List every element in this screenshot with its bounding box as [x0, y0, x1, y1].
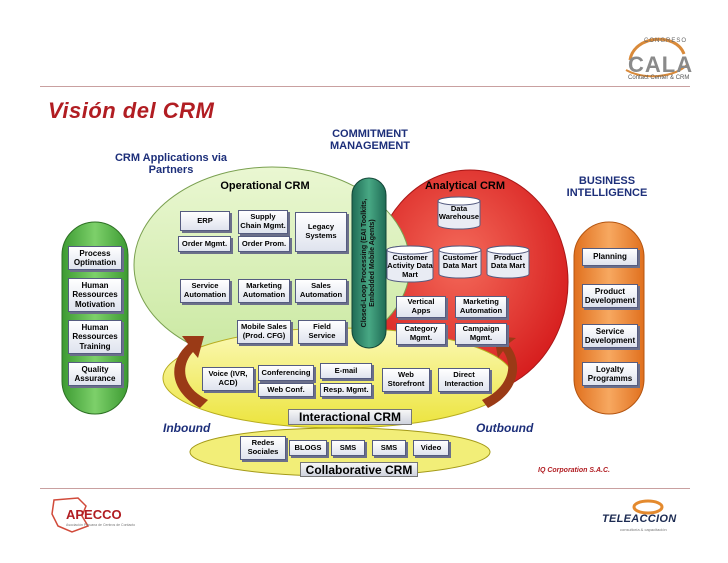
conferencing-box: Conferencing [258, 365, 314, 381]
teleaccion-logo-sub: consultoría & capacitación [620, 527, 667, 532]
data-warehouse-label: Data Warehouse [438, 204, 480, 222]
collaborative-band: Collaborative CRM [300, 462, 418, 477]
outbound-label: Outbound [476, 421, 534, 435]
hr-motivation-box: Human Ressources Motivation [68, 278, 122, 312]
marketing-automation-box: Marketing Automation [238, 279, 290, 303]
database-icon [438, 245, 482, 279]
loyalty-programms-box: Loyalty Programms [582, 362, 638, 386]
cala-logo: CONGRESO CALA Contact Center & CRM [614, 30, 696, 86]
erp-box: ERP [180, 211, 230, 231]
cala-logo-top: CONGRESO [644, 38, 688, 44]
product-mart-label: Product Data Mart [490, 253, 526, 271]
voice-box: Voice (IVR, ACD) [202, 367, 254, 391]
crm-apps-label: CRM Applications via Partners [114, 152, 228, 177]
service-automation-box: Service Automation [180, 279, 230, 303]
footer-rule [40, 488, 690, 489]
quality-assurance-box: Quality Assurance [68, 362, 122, 386]
order-prom-box: Order Prom. [238, 236, 290, 252]
database-icon [437, 196, 481, 230]
web-conf-box: Web Conf. [258, 383, 314, 397]
data-warehouse: Data Warehouse [437, 196, 481, 230]
header-rule [40, 86, 690, 87]
sales-automation-box: Sales Automation [295, 279, 347, 303]
resp-mgmt-box: Resp. Mgmt. [320, 383, 372, 397]
database-icon [386, 245, 434, 283]
customer-mart-label: Customer Data Mart [442, 253, 478, 271]
planning-box: Planning [582, 248, 638, 266]
customer-activity-mart: Customer Activity Data Mart [386, 245, 434, 283]
process-optimation-box: Process Optimation [68, 246, 122, 270]
direct-interaction-box: Direct Interaction [438, 368, 490, 392]
category-mgmt-box: Category Mgmt. [396, 323, 446, 345]
product-development-box: Product Development [582, 284, 638, 308]
customer-mart: Customer Data Mart [438, 245, 482, 279]
apecco-logo-sub: Asociación Peruana de Centros de Contact… [66, 523, 136, 527]
legacy-systems-box: Legacy Systems [295, 212, 347, 252]
mobile-sales-box: Mobile Sales (Prod. CFG) [237, 320, 291, 344]
cala-logo-mark-icon [625, 37, 689, 78]
hr-training-box: Human Ressources Training [68, 320, 122, 354]
bi-label: BUSINESS INTELLIGENCE [566, 175, 648, 200]
inbound-label: Inbound [163, 421, 211, 435]
operational-label: Operational CRM [220, 180, 310, 192]
field-service-box: Field Service [298, 320, 346, 344]
video-box: Video [413, 440, 449, 456]
teleaccion-logo-text: TELEACCION [602, 513, 677, 525]
email-box: E-mail [320, 363, 372, 379]
blogs-box: BLOGS [289, 440, 327, 456]
supply-chain-box: Supply Chain Mgmt. [238, 210, 288, 234]
page-title: Visión del CRM [48, 98, 215, 123]
closed-loop-pill [351, 177, 387, 349]
inbound-arrow-icon [174, 336, 208, 408]
analytical-label: Analytical CRM [424, 180, 506, 192]
interactional-band: Interactional CRM [288, 409, 412, 425]
credit-label: IQ Corporation S.A.C. [538, 467, 610, 474]
commitment-label: COMMITMENT MANAGEMENT [329, 128, 411, 153]
vertical-apps-box: Vertical Apps [396, 296, 446, 318]
analytical-marketing-box: Marketing Automation [455, 296, 507, 318]
order-mgmt-box: Order Mgmt. [178, 236, 231, 252]
cala-logo-main: CALA [628, 52, 694, 77]
database-icon [486, 245, 530, 279]
sms-box-1: SMS [331, 440, 365, 456]
campaign-mgmt-box: Campaign Mgmt. [455, 323, 507, 345]
service-development-box: Service Development [582, 324, 638, 348]
customer-activity-mart-label: Customer Activity Data Mart [387, 253, 433, 279]
apecco-logo-text: APECCO [66, 507, 122, 522]
product-mart: Product Data Mart [486, 245, 530, 279]
apecco-logo: APECCO Asociación Peruana de Centros de … [48, 496, 152, 534]
outbound-arrow-icon [482, 336, 518, 408]
web-storefront-box: Web Storefront [382, 368, 430, 392]
sms-box-2: SMS [372, 440, 406, 456]
teleaccion-swirl-icon [632, 499, 664, 515]
closed-loop-label: Closed-Loop Processing (EAI Toolkits, Em… [360, 198, 376, 328]
apecco-map-icon [51, 497, 90, 533]
teleaccion-logo: TELEACCION consultoría & capacitación [598, 497, 690, 537]
redes-sociales-box: Redes Sociales [240, 436, 286, 460]
cala-logo-sub: Contact Center & CRM [628, 75, 690, 81]
